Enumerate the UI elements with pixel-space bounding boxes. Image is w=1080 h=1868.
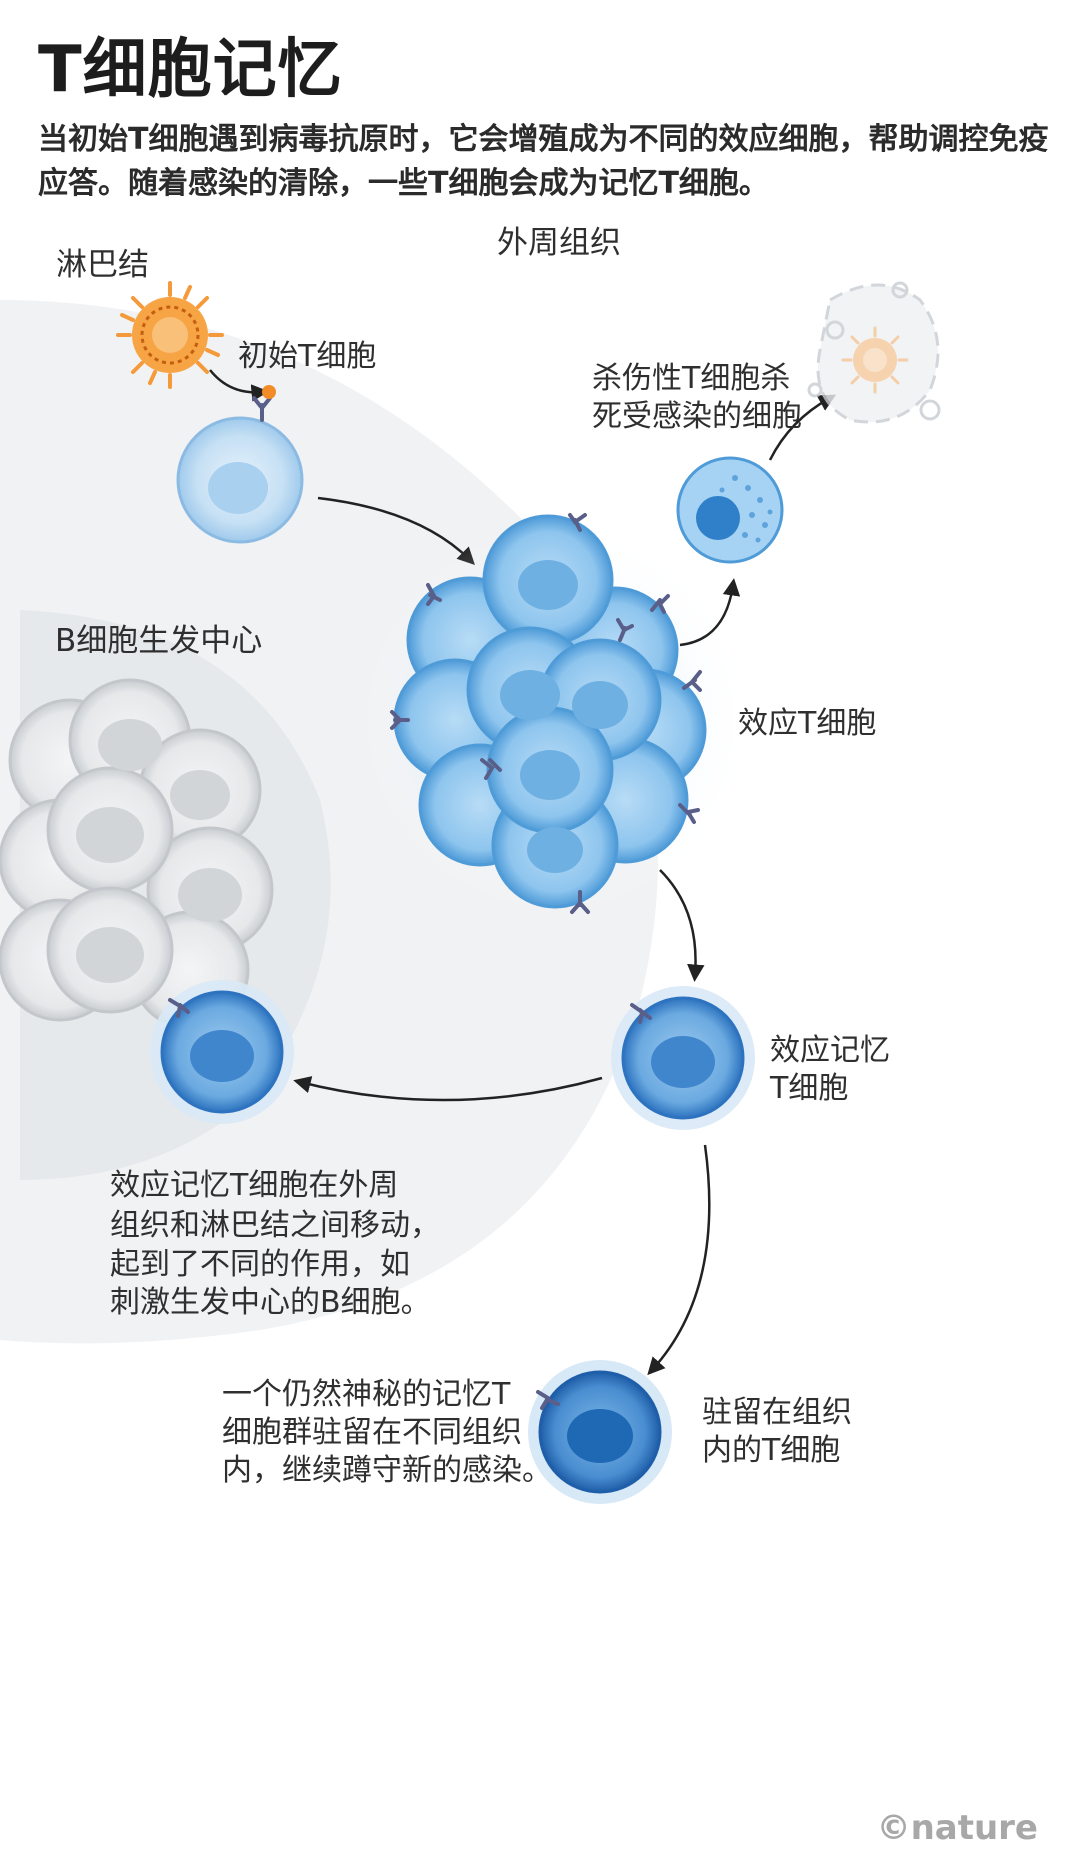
naive-t-cell xyxy=(176,385,304,544)
antigen-arrow xyxy=(209,369,269,402)
page-subtitle: 当初始T细胞遇到病毒抗原时，它会增殖成为不同的效应细胞，帮助调控免疫应答。随着感… xyxy=(38,122,1049,201)
label-lymph-node: 淋巴结 xyxy=(56,247,149,283)
nature-copyright: ©nature xyxy=(876,1808,1038,1848)
t-cell-memory-diagram xyxy=(0,281,941,1504)
arrow-memory-to-resident xyxy=(647,1144,711,1376)
label-cytotoxic-2: 死受感染的细胞 xyxy=(592,399,802,434)
label-b-cell-germinal-center: B细胞生发中心 xyxy=(55,623,263,659)
cytotoxic-t-cell xyxy=(676,456,784,564)
label-migration-2: 组织和淋巴结之间移动， xyxy=(110,1208,440,1243)
effector-memory-t-cell-lymph xyxy=(150,980,294,1124)
arrow-memory-to-lymph xyxy=(293,1076,603,1102)
label-mystery-2: 细胞群驻留在不同组织 xyxy=(222,1415,522,1450)
label-effector-memory-1: 效应记忆 xyxy=(770,1033,890,1068)
b-cell-cluster xyxy=(0,678,274,1030)
page-title: T细胞记忆 xyxy=(38,33,343,107)
label-effector-memory-2: T细胞 xyxy=(770,1071,849,1106)
tissue-resident-t-cell xyxy=(528,1360,672,1504)
arrow-kill-infected xyxy=(768,394,837,461)
label-peripheral-tissue: 外周组织 xyxy=(497,225,621,261)
label-resident-2: 内的T细胞 xyxy=(702,1433,841,1468)
arrow-effector-to-cytotoxic xyxy=(679,578,741,647)
label-migration-1: 效应记忆T细胞在外周 xyxy=(110,1168,399,1203)
label-mystery-3: 内，继续蹲守新的感染。 xyxy=(222,1453,552,1488)
virus-icon xyxy=(116,281,224,389)
label-effector-t-cell: 效应T细胞 xyxy=(738,706,877,741)
label-migration-4: 刺激生发中心的B细胞。 xyxy=(110,1285,431,1320)
label-cytotoxic-1: 杀伤性T细胞杀 xyxy=(592,361,791,396)
label-resident-1: 驻留在组织 xyxy=(702,1395,852,1430)
label-mystery-1: 一个仍然神秘的记忆T xyxy=(222,1377,511,1412)
effector-t-cell-cluster xyxy=(390,513,707,914)
label-migration-3: 起到了不同的作用，如 xyxy=(110,1247,410,1282)
effector-memory-t-cell xyxy=(611,986,755,1130)
arrow-effector-to-memory xyxy=(659,869,705,982)
label-naive-t-cell: 初始T细胞 xyxy=(238,339,377,374)
infected-cell-debris xyxy=(807,281,941,424)
